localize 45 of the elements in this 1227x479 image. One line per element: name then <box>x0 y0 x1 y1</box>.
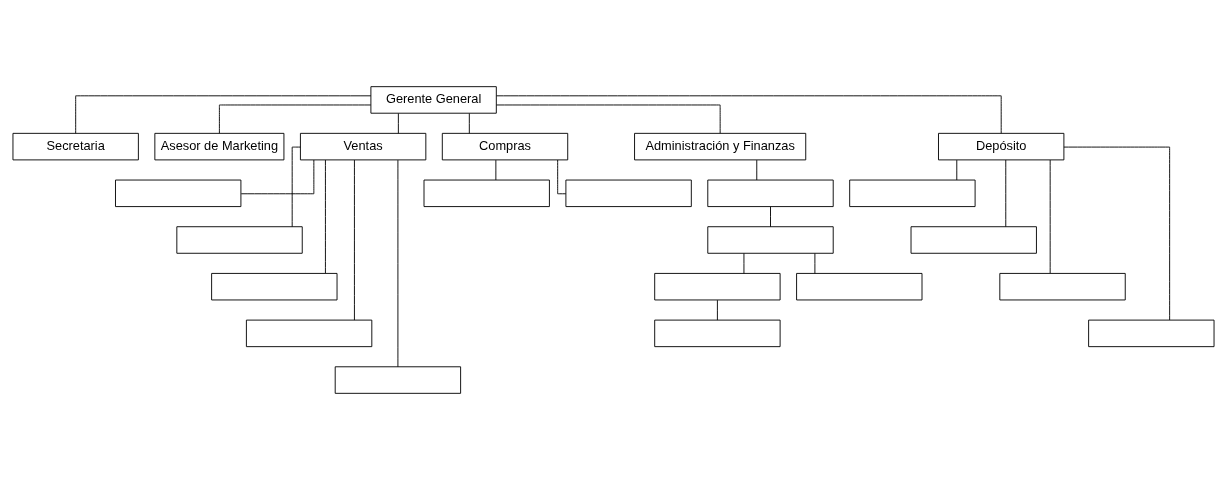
connector <box>75 94 372 134</box>
connector <box>240 159 315 194</box>
connector <box>814 252 816 274</box>
node-box <box>211 272 338 300</box>
node-box <box>334 365 462 394</box>
node-box <box>849 179 976 207</box>
node-box <box>423 179 550 207</box>
node-box: Compras <box>441 132 569 160</box>
node-box <box>707 179 834 207</box>
node-box: Asesor de Marketing <box>154 132 285 160</box>
node-box <box>245 319 373 347</box>
connector <box>468 112 470 134</box>
node-box <box>565 179 692 207</box>
connector <box>353 159 355 321</box>
connector <box>324 159 326 274</box>
node-box <box>910 225 1037 254</box>
connector <box>956 159 958 180</box>
node-box: Secretaria <box>12 132 139 160</box>
node-box: Depósito <box>938 132 1065 160</box>
connector <box>218 104 372 134</box>
node-box <box>707 225 834 254</box>
node-box <box>796 272 923 300</box>
node-box <box>176 225 303 254</box>
node-box: Gerente General <box>370 85 497 114</box>
node-box <box>654 319 781 347</box>
connector <box>1063 146 1171 320</box>
connector <box>495 159 497 180</box>
node-box <box>999 272 1126 300</box>
connector <box>743 252 745 274</box>
connector <box>557 159 567 194</box>
connector <box>1005 159 1007 227</box>
node-box <box>1088 319 1215 347</box>
connector <box>291 146 301 227</box>
connector <box>496 104 721 134</box>
connector <box>496 94 1002 134</box>
node-box <box>115 179 242 207</box>
connector <box>1049 159 1051 274</box>
node-box <box>654 272 781 300</box>
connector <box>716 299 718 321</box>
node-box: Administración y Finanzas <box>634 132 807 160</box>
connector <box>397 112 399 134</box>
connector <box>770 205 771 227</box>
node-box: Ventas <box>299 132 427 160</box>
connector <box>756 159 758 180</box>
connector <box>397 159 399 367</box>
